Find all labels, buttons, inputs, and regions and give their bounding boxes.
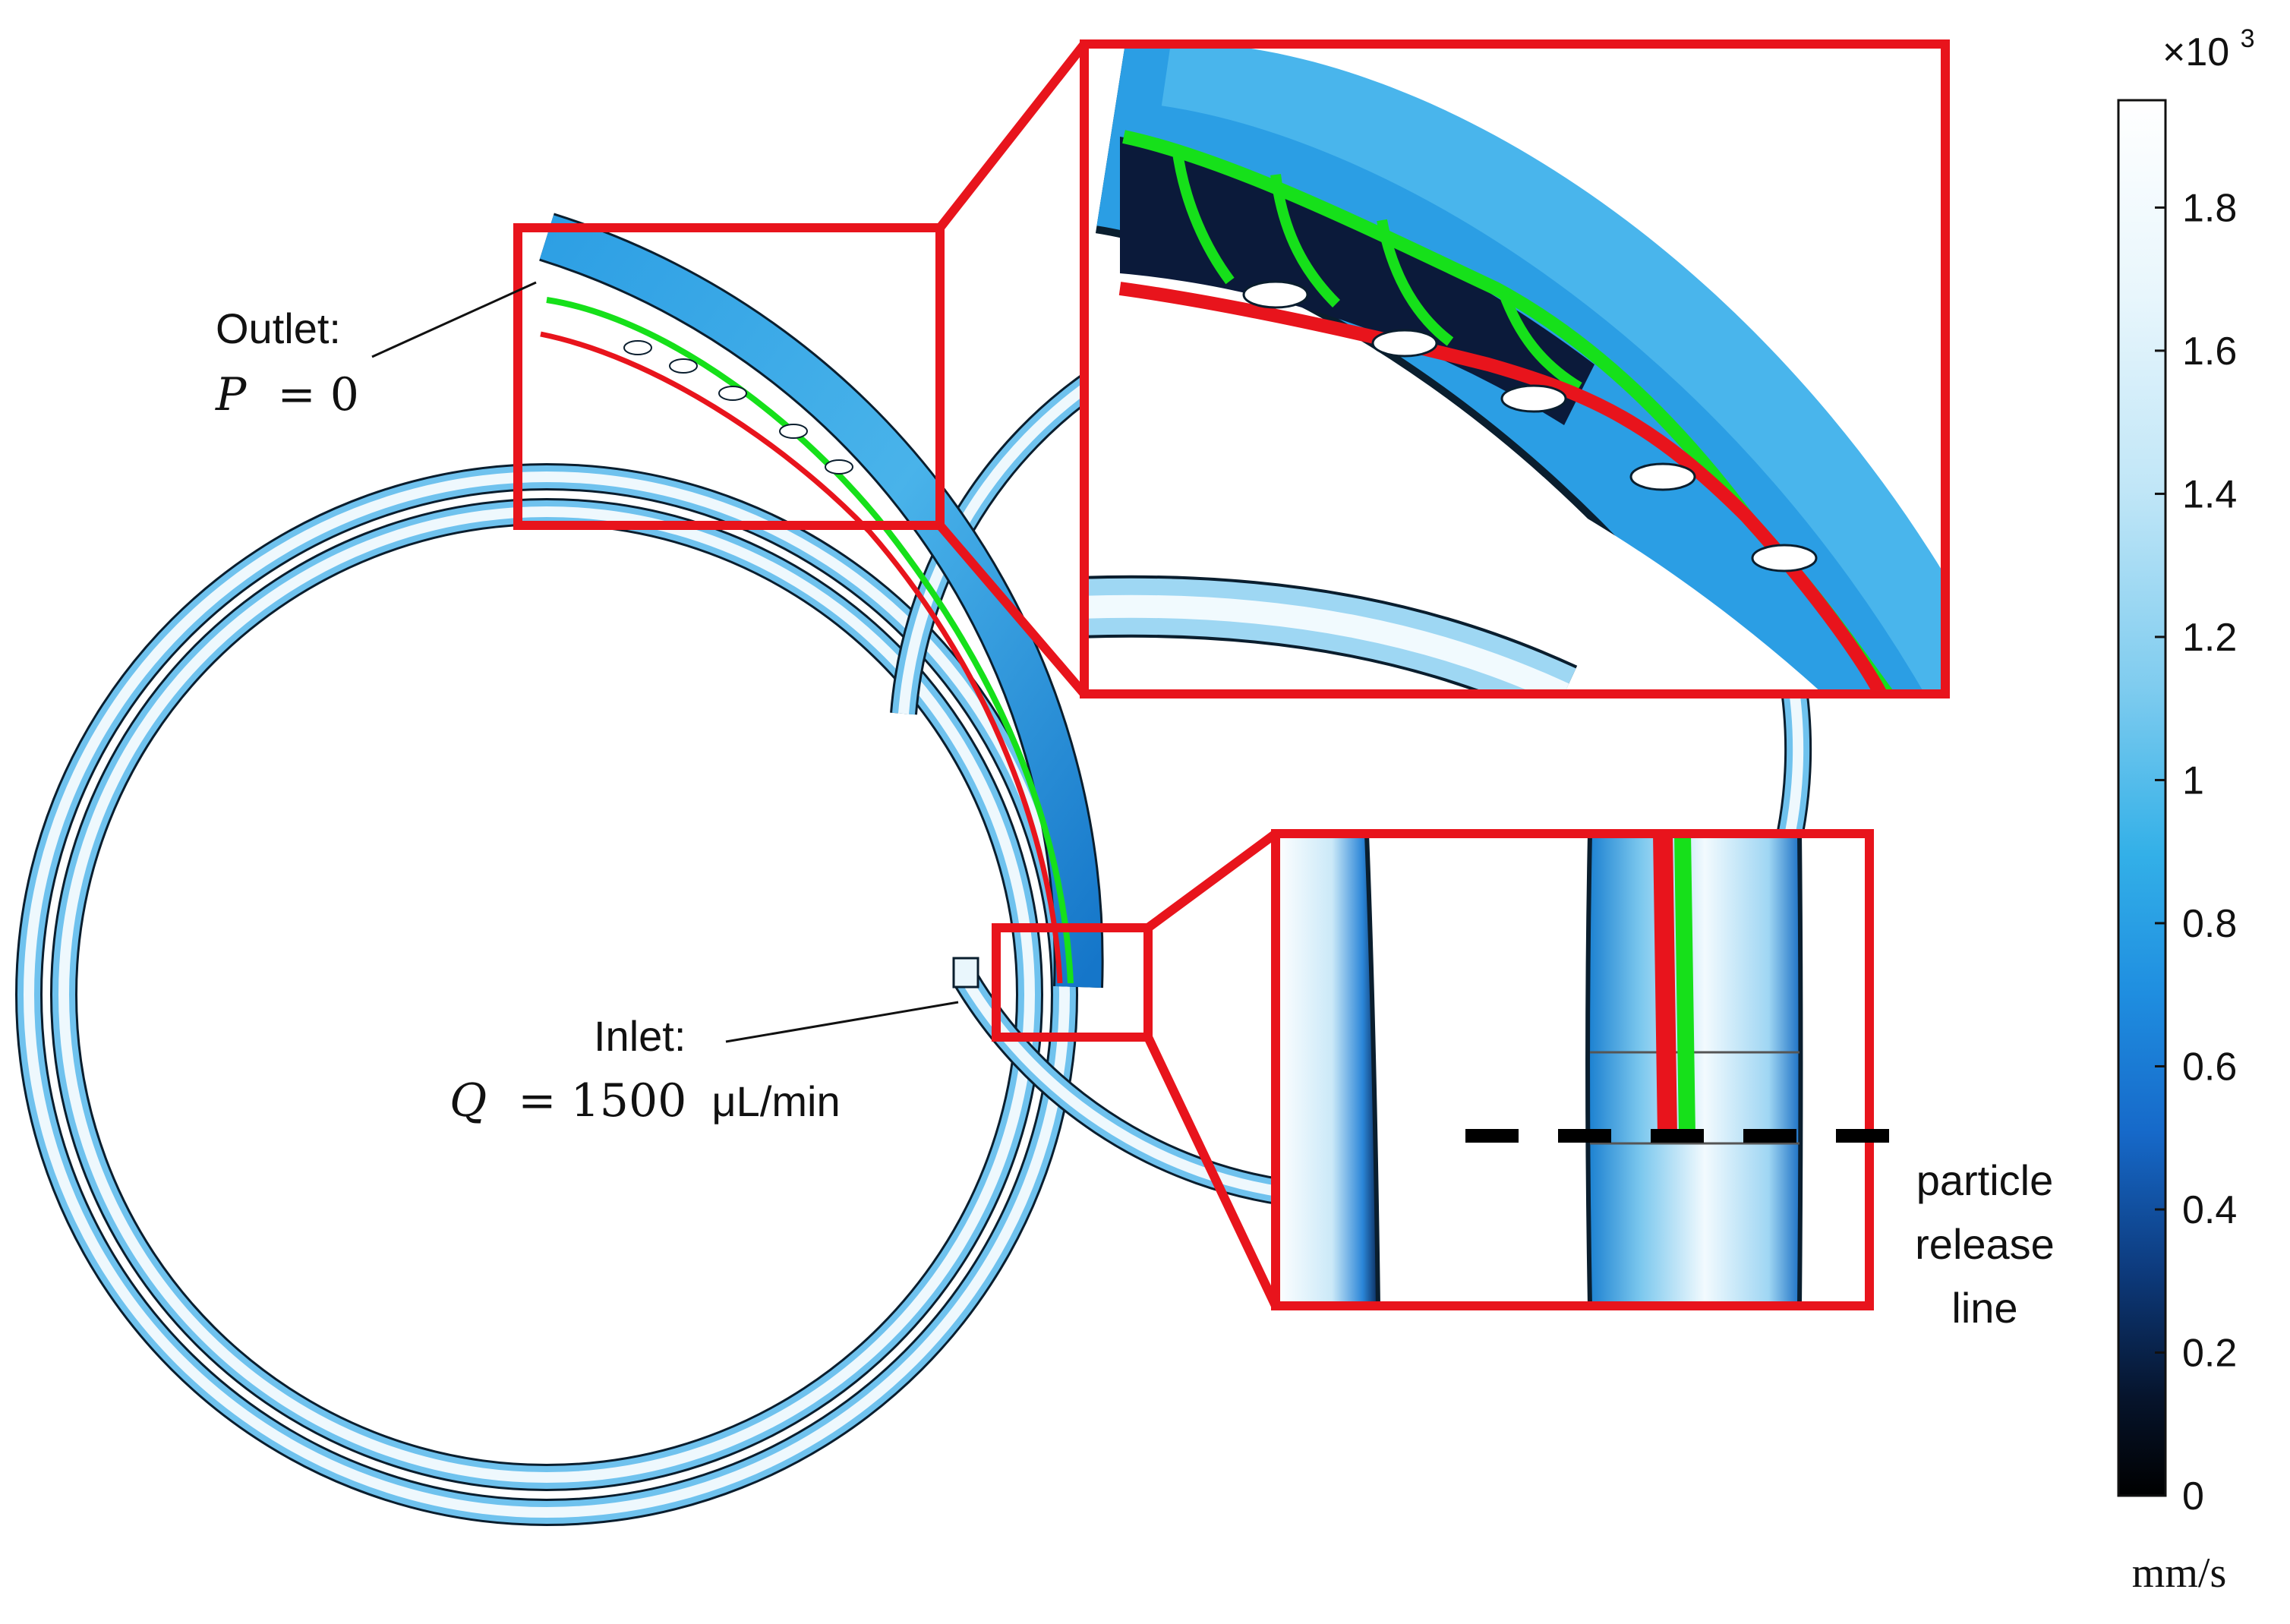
zoom-frame-outlet bbox=[1080, 39, 1950, 698]
outlet-equation: P = 0 bbox=[215, 368, 359, 421]
zoom-frame-release bbox=[1271, 829, 1874, 1310]
spiral-outer-loop-core bbox=[24, 471, 1070, 1518]
release-left-wall bbox=[1364, 834, 1380, 1306]
outlet-annotation: Outlet: P = 0 bbox=[215, 281, 537, 421]
release-label-line-3: line bbox=[1951, 1284, 2017, 1332]
release-label-line-2: release bbox=[1915, 1220, 2055, 1268]
outlet-hole bbox=[1500, 384, 1567, 413]
release-annotation: particle release line bbox=[1915, 1156, 2055, 1332]
zoom-connectors bbox=[936, 41, 1280, 1308]
colorbar: ×10 3 0 0.2 0.4 0.6 0.8 1 1.2 1.4 1.6 1.8 mm/s bbox=[2117, 24, 2255, 1597]
zoom-panel-outlet bbox=[1080, 39, 1950, 698]
colorbar-multiplier: ×10 3 bbox=[2162, 24, 2255, 74]
zoom-outlet-outside bbox=[1215, 44, 1945, 576]
zoom-outlet-pocket-region bbox=[1120, 137, 1594, 425]
zoom-frame-outlet-small bbox=[513, 223, 945, 530]
release-left-channel bbox=[1276, 834, 1378, 1306]
green-branch-2 bbox=[1270, 174, 1340, 307]
red-trajectory-zoom bbox=[1118, 282, 1889, 694]
colorbar-multiplier-base: ×10 bbox=[2162, 30, 2229, 74]
outlet-eq-rest: = 0 bbox=[277, 368, 359, 421]
outlet-holes-zoom bbox=[1242, 280, 1818, 572]
release-label-line-1: particle bbox=[1916, 1156, 2054, 1204]
outlet-eq-variable: P bbox=[215, 368, 248, 421]
colorbar-tick-label: 1.6 bbox=[2182, 330, 2237, 374]
green-branch-1 bbox=[1172, 147, 1235, 285]
outlet-hole bbox=[779, 424, 808, 439]
colorbar-tick-label: 1.8 bbox=[2182, 186, 2237, 230]
colorbar-gradient bbox=[2117, 99, 2167, 1497]
spiral-middle-loop-core bbox=[58, 506, 1035, 1483]
outlet-leader-line bbox=[371, 281, 537, 358]
outlet-hole bbox=[1242, 280, 1309, 309]
outlet-hole bbox=[1371, 329, 1438, 358]
red-trajectory-release bbox=[1653, 834, 1677, 1136]
colorbar-ticks: 0 0.2 0.4 0.6 0.8 1 1.2 1.4 1.6 1.8 bbox=[2155, 186, 2237, 1518]
connector-line bbox=[1145, 830, 1279, 932]
green-branch-4 bbox=[1498, 290, 1582, 393]
colorbar-tick-label: 0.2 bbox=[2182, 1331, 2237, 1375]
inlet-eq-unit: μL/min bbox=[711, 1077, 840, 1125]
colorbar-tick-label: 1.4 bbox=[2182, 472, 2237, 516]
colorbar-tick-label: 0.6 bbox=[2182, 1045, 2237, 1089]
inlet-equation: Q = 1500 μL/min bbox=[449, 1074, 841, 1127]
colorbar-tick-label: 0.4 bbox=[2182, 1188, 2237, 1232]
zoom-outlet-channel-outer-band bbox=[1161, 44, 1945, 694]
green-branch-3 bbox=[1377, 219, 1454, 346]
colorbar-tick-label: 1 bbox=[2182, 758, 2204, 803]
colorbar-multiplier-exponent: 3 bbox=[2241, 24, 2255, 53]
connector-line bbox=[936, 522, 1088, 697]
outlet-holes-main bbox=[623, 340, 853, 475]
inlet-title: Inlet: bbox=[594, 1012, 686, 1060]
green-trajectory-release bbox=[1674, 834, 1695, 1136]
inlet-leader-line bbox=[725, 1001, 959, 1043]
colorbar-tick-label: 0 bbox=[2182, 1474, 2204, 1518]
zoom-frame-release-small bbox=[992, 923, 1153, 1042]
inlet-eq-rest: = 1500 bbox=[518, 1074, 686, 1127]
outlet-hole bbox=[1751, 544, 1818, 572]
red-trajectory-main bbox=[540, 331, 1063, 984]
colorbar-tick-label: 0.8 bbox=[2182, 902, 2237, 946]
outlet-hole bbox=[1629, 462, 1696, 491]
connector-line bbox=[1143, 1035, 1280, 1308]
outlet-title: Outlet: bbox=[216, 304, 341, 352]
zoom-outlet-lower-arc-core bbox=[1084, 594, 1569, 694]
colorbar-tick-label: 1.2 bbox=[2182, 616, 2237, 660]
zoom-panel-release bbox=[1271, 829, 1874, 1310]
inlet-end-cap bbox=[952, 957, 979, 989]
release-right-wall-left bbox=[1585, 834, 1592, 1306]
inlet-eq-variable: Q bbox=[449, 1074, 487, 1127]
inlet-annotation: Inlet: Q = 1500 μL/min bbox=[449, 1001, 959, 1127]
outlet-hole bbox=[825, 459, 853, 475]
outlet-hole bbox=[669, 358, 698, 374]
colorbar-unit: mm/s bbox=[2132, 1550, 2226, 1597]
connector-line bbox=[936, 41, 1088, 231]
green-trajectory-main bbox=[546, 297, 1074, 984]
outlet-hole bbox=[718, 386, 747, 401]
outlet-hole bbox=[623, 340, 652, 355]
release-right-wall-right bbox=[1797, 834, 1803, 1306]
